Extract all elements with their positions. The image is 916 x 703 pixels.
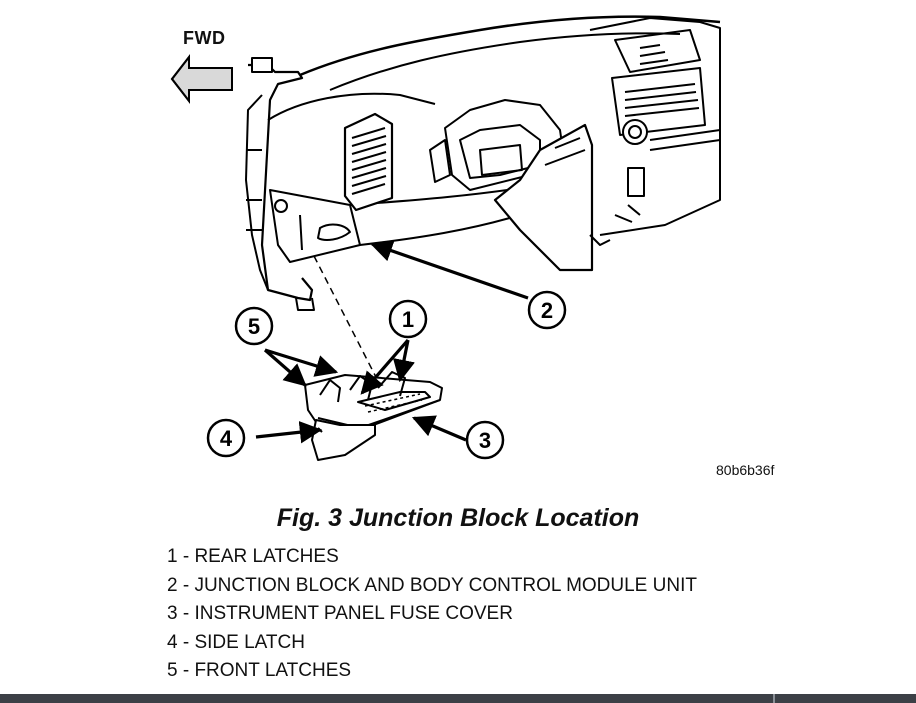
svg-text:5: 5 <box>248 314 260 339</box>
instrument-panel-drawing <box>245 15 721 386</box>
arrow-1b <box>392 339 415 383</box>
callout-4: 4 <box>206 418 246 458</box>
legend-list: 1 - REAR LATCHES 2 - JUNCTION BLOCK AND … <box>167 545 697 688</box>
arrow-1a <box>360 338 410 395</box>
callout-5: 5 <box>234 306 274 346</box>
arrow-2 <box>369 240 529 300</box>
legend-item: 2 - JUNCTION BLOCK AND BODY CONTROL MODU… <box>167 574 697 596</box>
legend-item: 3 - INSTRUMENT PANEL FUSE COVER <box>167 603 513 625</box>
svg-text:1: 1 <box>402 307 414 332</box>
legend-item: 1 - REAR LATCHES <box>167 546 339 567</box>
svg-text:3: 3 <box>479 428 491 453</box>
arrow-3 <box>411 415 467 442</box>
bottom-bar <box>0 694 916 703</box>
svg-text:4: 4 <box>220 426 233 451</box>
fwd-arrow-icon <box>170 54 233 104</box>
arrow-5a <box>263 348 307 387</box>
arrow-4 <box>255 421 323 444</box>
image-code: 80b6b36f <box>716 462 775 478</box>
legend-item: 5 - FRONT LATCHES <box>167 660 352 682</box>
callout-2: 2 <box>527 290 567 330</box>
callout-circles: 1 2 3 4 5 <box>206 290 567 460</box>
fwd-label: FWD <box>183 28 226 48</box>
callout-3: 3 <box>465 420 505 460</box>
figure-caption: Fig. 3 Junction Block Location <box>276 504 640 532</box>
fuse-cover-drawing <box>304 371 443 461</box>
bottom-bar-divider <box>773 694 775 703</box>
legend-item: 4 - SIDE LATCH <box>167 631 305 653</box>
svg-text:2: 2 <box>541 298 553 323</box>
arrow-5b <box>264 348 339 377</box>
callout-arrows <box>255 240 529 444</box>
callout-1: 1 <box>388 299 428 339</box>
